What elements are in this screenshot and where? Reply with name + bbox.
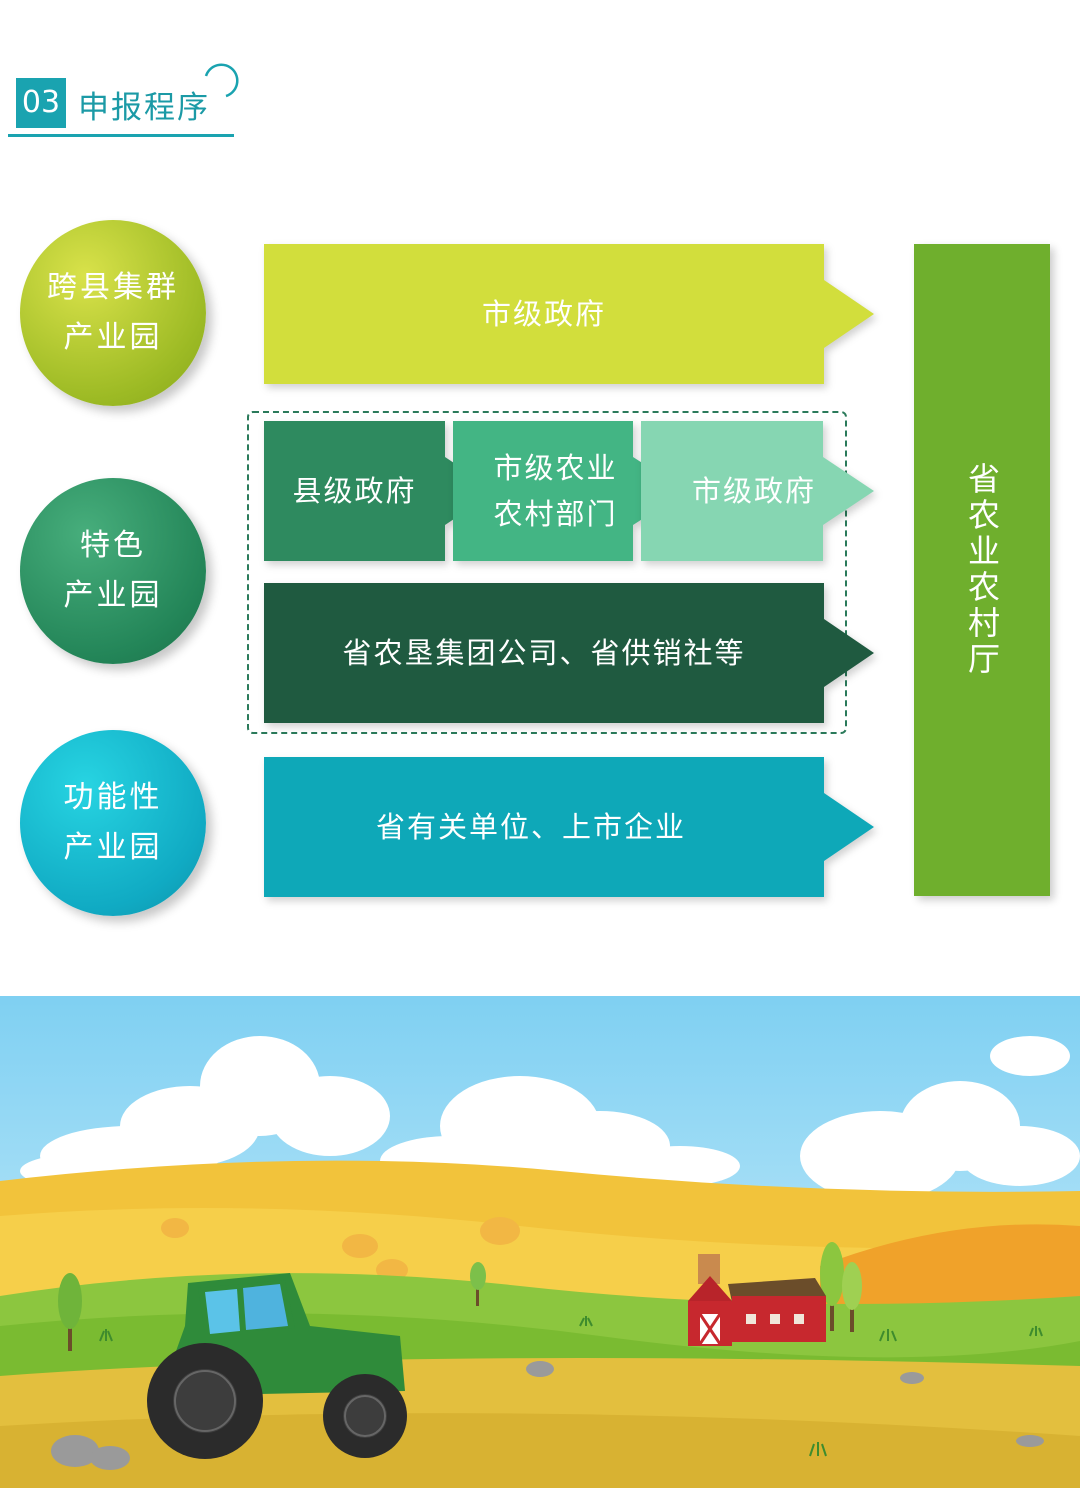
flow-label: 省农垦集团公司、省供销社等 <box>342 636 746 670</box>
flow-arrow-city-government-2: 市级政府 <box>641 421 874 561</box>
swirl-decoration-icon <box>204 63 239 98</box>
flow-arrow-city-government: 市级政府 <box>264 244 874 384</box>
circle-line1: 功能性 <box>63 780 163 815</box>
header-underline <box>8 134 234 137</box>
farm-scenery-illustration <box>0 996 1080 1488</box>
flow-label: 市级政府 <box>691 474 816 508</box>
flow-arrow-county-government: 县级政府 <box>264 421 496 561</box>
circle-line1: 特色 <box>80 528 146 563</box>
flow-label-line1: 市级农业 <box>493 451 618 485</box>
flow-arrow-city-agri-department: 市级农业 农村部门 <box>453 421 686 561</box>
category-circle-functional: 功能性 产业园 <box>20 730 206 916</box>
flow-label-group: 市级农业 农村部门 <box>453 421 658 561</box>
circle-line2: 产业园 <box>63 830 163 865</box>
featured-park-group-frame <box>247 411 847 734</box>
section-number: 03 <box>16 78 66 128</box>
circle-line1: 跨县集群 <box>47 270 179 305</box>
category-circle-featured: 特色 产业园 <box>20 478 206 664</box>
circle-line2: 产业园 <box>63 320 163 355</box>
destination-provincial-agri-dept: 省农业农村厅 <box>914 244 1050 896</box>
category-circle-cross-county: 跨县集群 产业园 <box>20 220 206 406</box>
flow-arrow-provincial-units: 省有关单位、上市企业 <box>264 757 874 897</box>
flow-label-line2: 农村部门 <box>493 497 618 531</box>
circle-line2: 产业园 <box>63 578 163 613</box>
flow-label: 市级政府 <box>481 297 606 331</box>
section-title: 申报程序 <box>78 90 210 126</box>
flow-arrow-provincial-groups: 省农垦集团公司、省供销社等 <box>264 583 874 723</box>
flow-label: 省有关单位、上市企业 <box>375 810 686 844</box>
flow-label: 县级政府 <box>292 474 417 508</box>
destination-label: 省农业农村厅 <box>963 462 1001 678</box>
